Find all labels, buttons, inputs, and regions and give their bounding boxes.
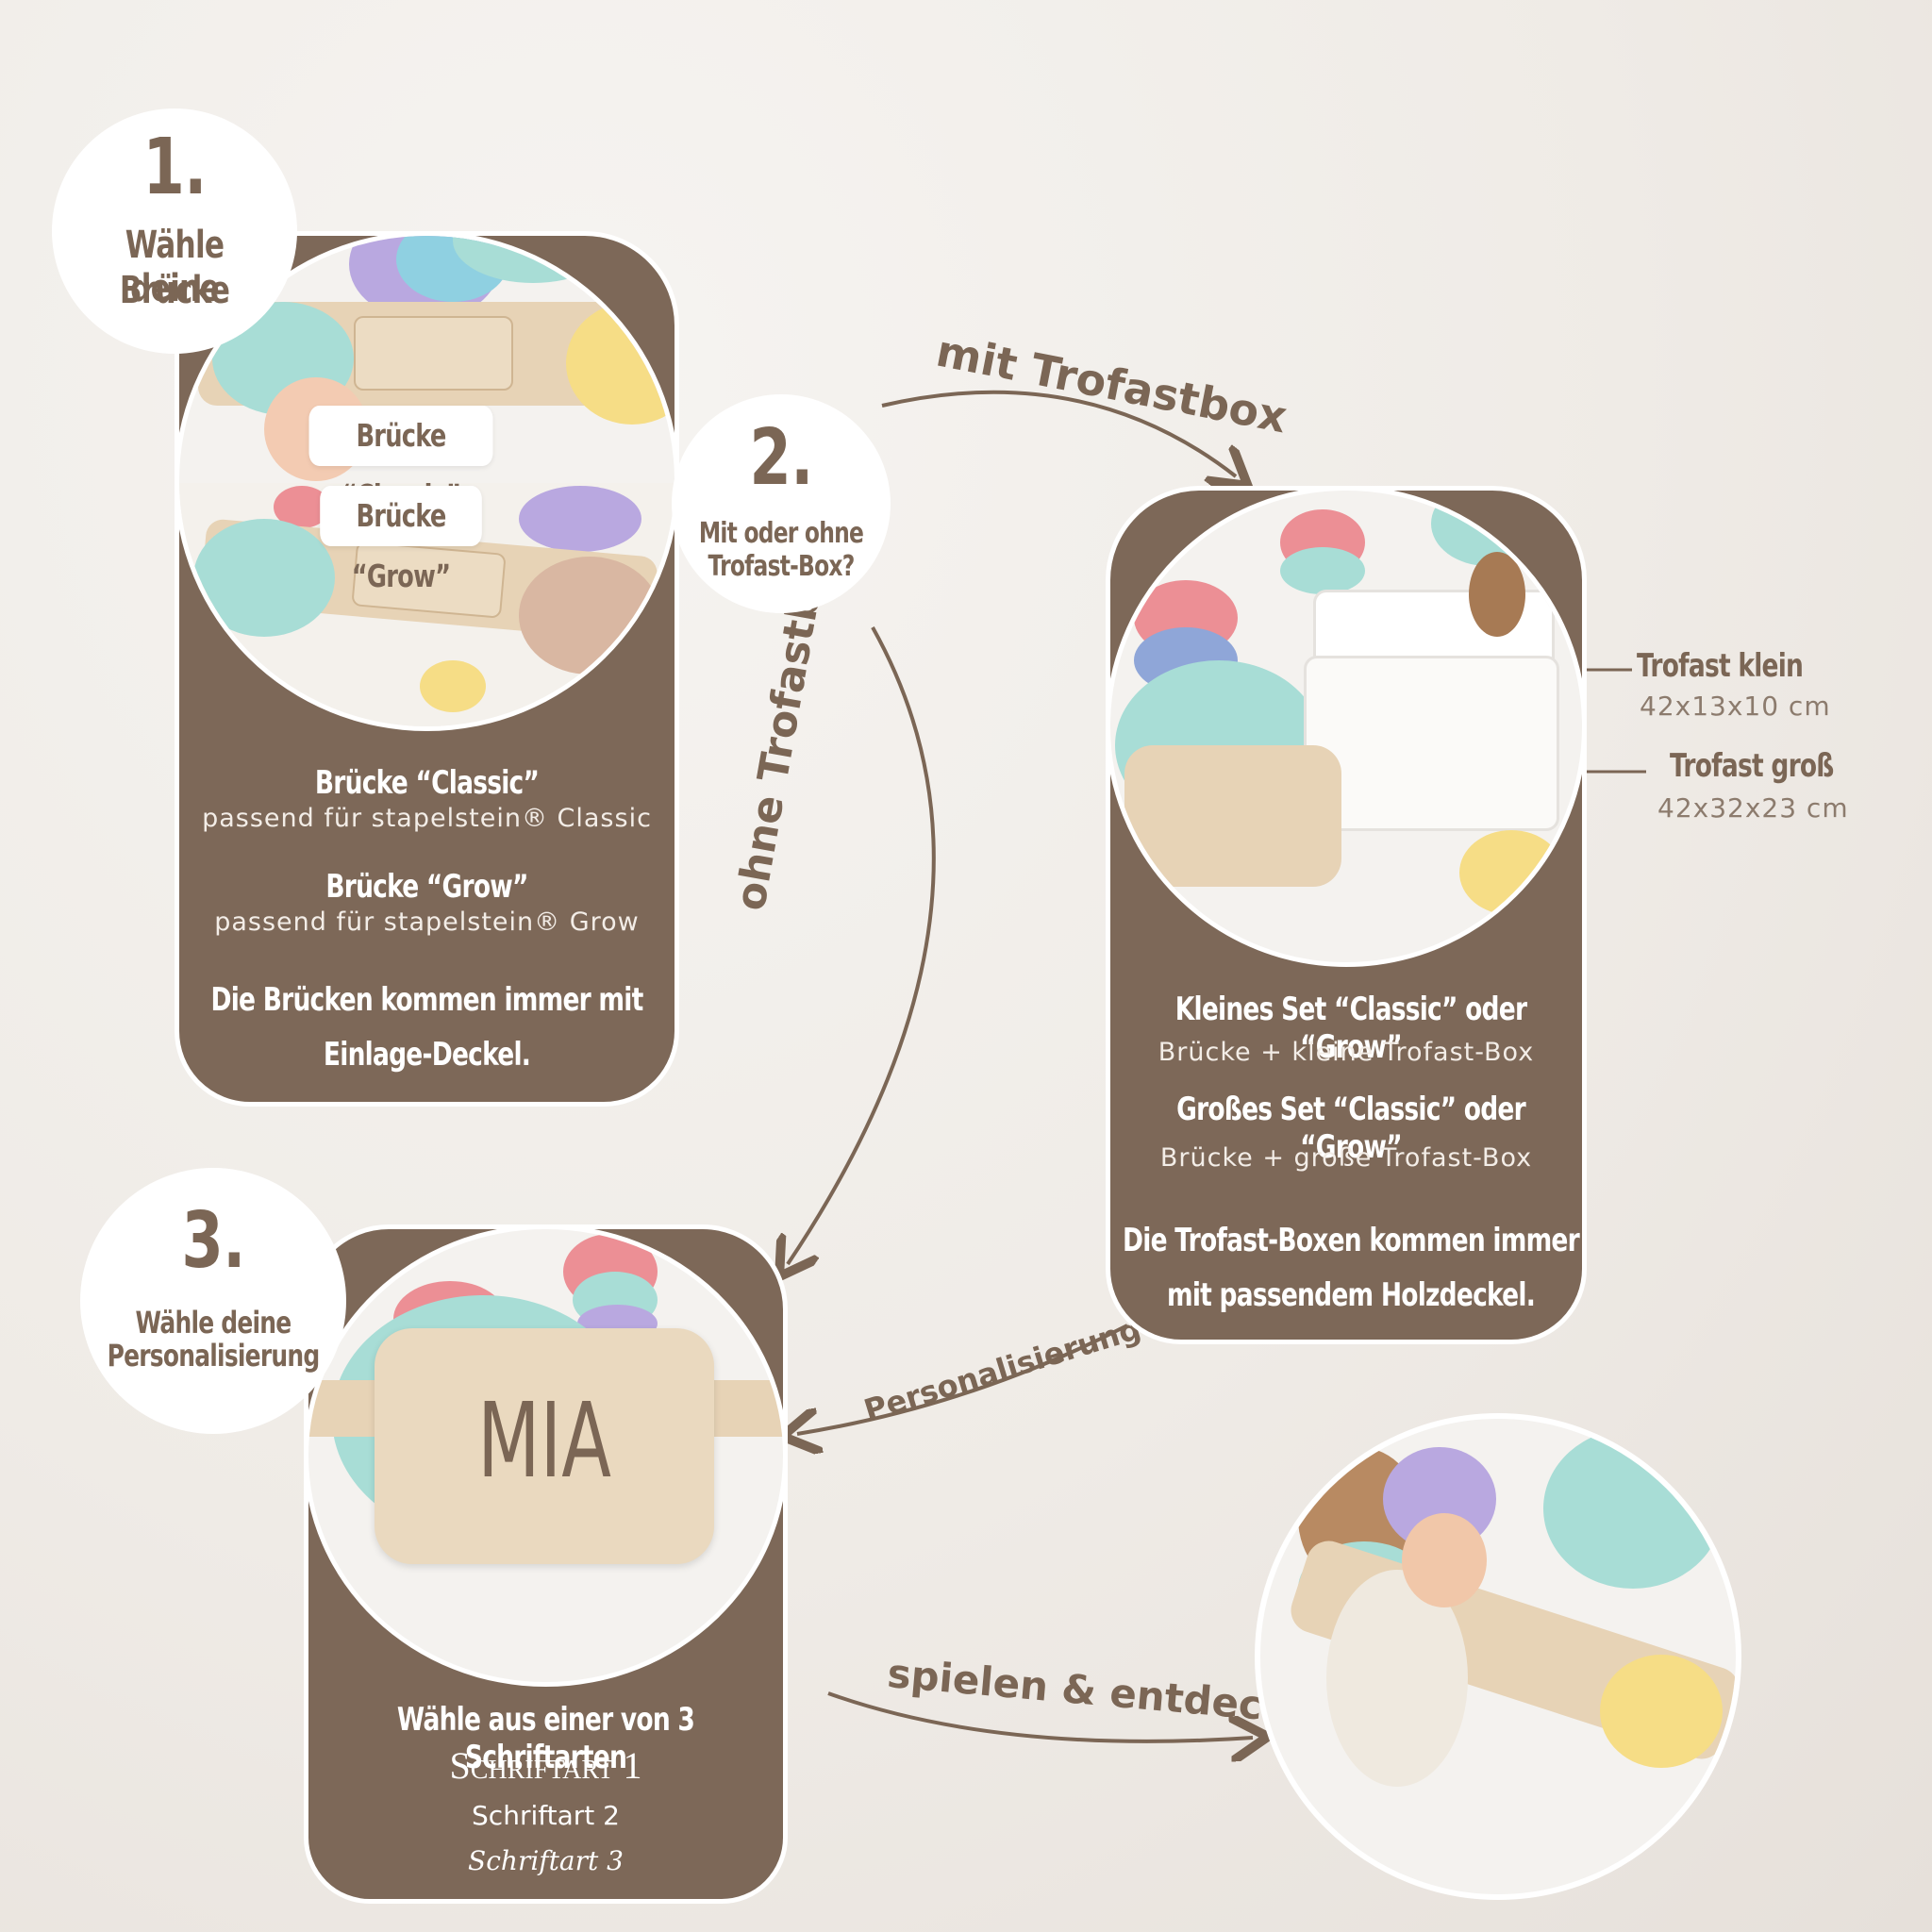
large-set-title: Großes Set “Classic” oder “Grow” xyxy=(1176,1091,1526,1166)
trofast-large-label: Trofast groß xyxy=(1670,747,1834,785)
step3-badge: 3. Wähle deine Personalisierung xyxy=(80,1168,346,1434)
small-set-title: Kleines Set “Classic” oder “Grow” xyxy=(1174,991,1527,1066)
trofast-note-1: Die Trofast-Boxen kommen immer xyxy=(1123,1222,1580,1259)
grow-title: Brücke “Grow” xyxy=(325,868,528,906)
step2-title-2: Trofast-Box? xyxy=(708,550,855,583)
personalization-card: MIA Wähle aus einer von 3 Schriftarten S… xyxy=(304,1224,788,1904)
name-plate: MIA xyxy=(375,1328,714,1564)
font-option-1: Schriftart 1 xyxy=(449,1744,642,1787)
font-choice-title: Wähle aus einer von 3 Schriftarten xyxy=(396,1701,695,1776)
bridge-card: Brücke “Classic” Brücke “Grow” Brücke “C… xyxy=(175,231,679,1107)
step1-title-2: Brücke xyxy=(119,269,230,312)
arrow-personalization xyxy=(797,1324,1128,1434)
large-set-sub: Brücke + große Trofast-Box xyxy=(1159,1143,1533,1173)
plate-text: MIA xyxy=(477,1380,611,1501)
classic-sub: passend für stapelstein® Classic xyxy=(202,804,652,833)
tag-grow: Brücke “Grow” xyxy=(320,486,482,594)
step2-title-1: Mit oder ohne xyxy=(698,517,864,550)
trofast-card: Kleines Set “Classic” oder “Grow” Brücke… xyxy=(1106,486,1587,1344)
classic-title: Brücke “Classic” xyxy=(314,764,540,802)
step2-number: 2. xyxy=(749,413,813,503)
trofast-small-label: Trofast klein xyxy=(1637,647,1804,685)
bridge-note-2: Einlage-Deckel. xyxy=(323,1036,531,1074)
step3-title-2: Personalisierung xyxy=(107,1338,321,1374)
step3-number: 3. xyxy=(181,1196,245,1286)
arrow-with-box xyxy=(881,390,1236,476)
step1-title-1: Wähle deine xyxy=(125,224,225,310)
step1-number: 1. xyxy=(142,123,207,212)
personalization-photo: MIA xyxy=(308,1229,783,1687)
step3-title-1: Wähle deine xyxy=(135,1305,292,1341)
font-option-3: Schriftart 3 xyxy=(468,1845,624,1876)
bridge-note-1: Die Brücken kommen immer mit xyxy=(210,981,644,1019)
small-set-sub: Brücke + kleine Trofast-Box xyxy=(1158,1038,1535,1067)
tag-classic: Brücke “Classic” xyxy=(308,406,493,514)
step1-badge: 1. Wähle deine Brücke xyxy=(52,108,297,354)
step2-badge: 2. Mit oder ohne Trofast-Box? xyxy=(672,394,891,613)
trofast-large-dims: 42x32x23 cm xyxy=(1657,792,1849,824)
arrow-play xyxy=(827,1691,1253,1741)
trofast-small-dims: 42x13x10 cm xyxy=(1640,691,1831,722)
arrow-without-box xyxy=(788,626,936,1264)
grow-sub: passend für stapelstein® Grow xyxy=(214,908,640,937)
bridge-photo xyxy=(179,236,675,731)
play-photo xyxy=(1255,1413,1741,1900)
trofast-note-2: mit passendem Holzdeckel. xyxy=(1167,1276,1536,1314)
trofast-photo xyxy=(1110,491,1582,967)
font-option-2: Schriftart 2 xyxy=(472,1800,620,1831)
